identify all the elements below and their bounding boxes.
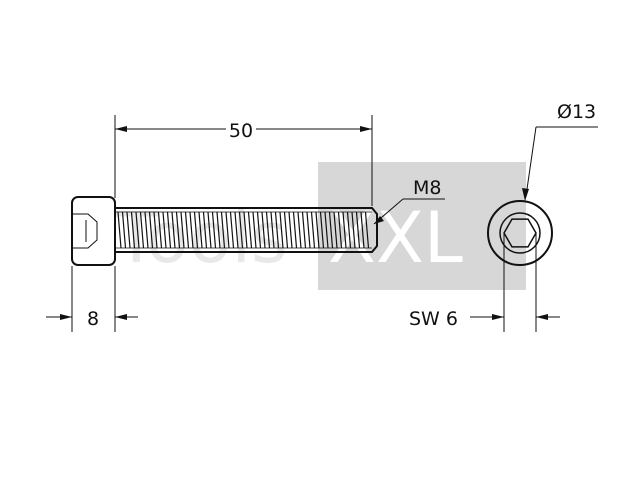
sw-arrow-right bbox=[536, 314, 548, 320]
thread-line bbox=[184, 211, 190, 249]
thread-line bbox=[225, 211, 230, 249]
thread-label: M8 bbox=[413, 177, 441, 199]
length-label: 50 bbox=[229, 120, 253, 142]
thread-line bbox=[180, 211, 185, 249]
thread-line bbox=[162, 211, 167, 249]
thread-line bbox=[193, 211, 199, 249]
thread-line bbox=[153, 211, 158, 249]
diameter-leader-line bbox=[525, 126, 537, 197]
thread-line bbox=[346, 211, 352, 249]
thread-line bbox=[166, 211, 172, 249]
thread-line bbox=[292, 211, 298, 249]
thread-line bbox=[360, 211, 365, 249]
thread-line bbox=[216, 211, 221, 249]
thread-line bbox=[198, 211, 203, 249]
thread-line bbox=[297, 211, 302, 249]
thread-line bbox=[328, 211, 334, 249]
thread-hatching bbox=[115, 211, 372, 249]
hex-socket bbox=[503, 218, 537, 248]
thread-line bbox=[265, 211, 271, 249]
thread-line bbox=[324, 211, 329, 249]
thread-line bbox=[270, 211, 275, 249]
thread-line bbox=[351, 211, 356, 249]
thread-line bbox=[220, 211, 226, 249]
thread-line bbox=[247, 211, 253, 249]
head-height-label: 8 bbox=[87, 308, 99, 330]
diameter-arrow bbox=[522, 188, 529, 201]
socket-hidden-line bbox=[73, 213, 98, 249]
length-arrow-left bbox=[115, 126, 127, 132]
thread-line bbox=[238, 211, 244, 249]
watermark-right-text: XXL bbox=[328, 197, 463, 279]
thread-line bbox=[202, 211, 208, 249]
thread-line bbox=[261, 211, 266, 249]
thread-line bbox=[144, 211, 149, 249]
watermark: Tools XXL bbox=[114, 162, 526, 290]
thread-line bbox=[211, 211, 217, 249]
screw-shank bbox=[115, 207, 378, 253]
socket-circle bbox=[499, 212, 541, 254]
thread-line bbox=[139, 211, 145, 249]
head-height-dimension: 8 bbox=[46, 266, 138, 332]
length-dimension: 50 bbox=[114, 115, 373, 206]
thread-callout: M8 bbox=[373, 177, 445, 225]
thread-line bbox=[121, 211, 127, 249]
thread-line bbox=[283, 211, 289, 249]
thread-line bbox=[157, 211, 163, 249]
thread-line bbox=[342, 211, 347, 249]
thread-line bbox=[301, 211, 307, 249]
thread-line bbox=[117, 211, 122, 249]
thread-line bbox=[310, 211, 316, 249]
thread-line bbox=[148, 211, 154, 249]
length-label-bg bbox=[226, 117, 256, 139]
head-arrow-left bbox=[60, 314, 72, 320]
thread-line bbox=[175, 211, 181, 249]
thread-line bbox=[306, 211, 311, 249]
diameter-callout: Ø13 bbox=[522, 101, 598, 201]
thread-line bbox=[333, 211, 338, 249]
thread-line bbox=[126, 211, 131, 249]
head-outer-circle bbox=[487, 200, 553, 266]
thread-line bbox=[252, 211, 257, 249]
thread-line bbox=[355, 211, 361, 249]
thread-line bbox=[288, 211, 293, 249]
screw-end-view bbox=[487, 200, 553, 266]
thread-line bbox=[319, 211, 325, 249]
thread-line bbox=[207, 211, 212, 249]
thread-line bbox=[234, 211, 239, 249]
thread-line bbox=[243, 211, 248, 249]
thread-line bbox=[256, 211, 262, 249]
socket-size-dimension: SW 6 bbox=[409, 234, 560, 332]
socket-size-label: SW 6 bbox=[409, 308, 458, 330]
thread-line bbox=[189, 211, 194, 249]
sw-arrow-left bbox=[492, 314, 504, 320]
thread-line bbox=[279, 211, 284, 249]
thread-line bbox=[229, 211, 235, 249]
thread-line bbox=[364, 211, 370, 249]
diameter-label: Ø13 bbox=[557, 101, 596, 123]
thread-line bbox=[130, 211, 136, 249]
thread-line bbox=[337, 211, 343, 249]
thread-line bbox=[171, 211, 176, 249]
length-arrow-right bbox=[360, 126, 372, 132]
screw-side-view bbox=[71, 196, 378, 266]
head-arrow-right bbox=[115, 314, 127, 320]
screw-head bbox=[71, 196, 116, 266]
thread-line bbox=[315, 211, 320, 249]
thread-line bbox=[274, 211, 280, 249]
thread-line bbox=[135, 211, 140, 249]
thread-leader-arrow bbox=[374, 216, 384, 224]
